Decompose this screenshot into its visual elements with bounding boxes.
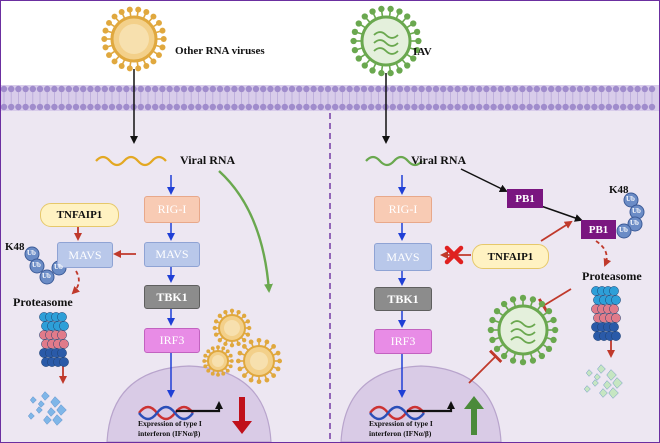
proteasome-right-icon <box>591 286 621 341</box>
proteasome-left-icon <box>39 312 69 367</box>
viral-rna-label-right: Viral RNA <box>411 153 467 167</box>
rna-virus-icon <box>101 6 167 72</box>
decrease-arrow-icon <box>232 397 252 434</box>
irf3-box-right: IRF3 <box>374 329 432 354</box>
left-red-arrows <box>59 225 136 384</box>
rig-i-box-left: RIG-I <box>144 196 200 223</box>
rig-i-box-right: RIG-I <box>374 196 432 223</box>
progeny-virions-left <box>202 308 283 385</box>
replication-arrow <box>218 170 273 293</box>
ub-label-right-3: Ub <box>630 219 639 227</box>
ub-label-right-4: Ub <box>619 226 628 234</box>
interferon-label-right: interferon (IFNα/β) <box>369 429 432 438</box>
mavs-box-right: MAVS <box>374 243 432 271</box>
increase-arrow-icon <box>464 396 484 435</box>
proteasome-label-left: Proteasome <box>13 295 73 309</box>
rna-to-pb1-arrow <box>460 168 508 192</box>
ub-label-left-2: Ub <box>32 261 41 269</box>
ub-label-left-4: Ub <box>54 263 63 271</box>
pb1-box-top: PB1 <box>507 189 543 208</box>
k48-label-right: K48 <box>609 184 629 196</box>
ub-label-left-3: Ub <box>42 272 51 280</box>
ub-label-right-2: Ub <box>632 207 641 215</box>
iav-virus-icon <box>350 5 422 77</box>
dna-left <box>138 401 223 421</box>
tnfaip1-box-left: TNFAIP1 <box>40 203 119 227</box>
dna-right <box>369 401 455 421</box>
proteasome-label-right: Proteasome <box>582 269 642 283</box>
viral-rna-label-left: Viral RNA <box>180 153 236 167</box>
irf3-box-left: IRF3 <box>144 328 200 353</box>
viral-rna-right <box>365 155 423 167</box>
mavs-box-center: MAVS <box>144 242 200 267</box>
cell-membrane <box>1 85 659 111</box>
nucleus-right <box>340 365 502 442</box>
virus-label-left: Other RNA viruses <box>175 45 265 57</box>
progeny-virion-right <box>487 294 559 366</box>
ubiquitin-chain-right <box>616 192 645 239</box>
expression-label-left: Expression of type I <box>138 419 202 428</box>
tbk1-box-right: TBK1 <box>374 287 432 311</box>
tbk1-box-left: TBK1 <box>144 285 200 309</box>
pb1-to-complex-arrow <box>540 205 583 222</box>
pb1-box-bound: PB1 <box>581 220 616 239</box>
mavs-box-left: MAVS <box>57 242 113 268</box>
tnfaip1-box-right: TNFAIP1 <box>472 244 549 269</box>
expression-label-right: Expression of type I <box>369 419 433 428</box>
nucleus-left <box>106 365 272 442</box>
block-icon <box>444 245 464 265</box>
viral-rna-left <box>95 155 167 167</box>
degraded-fragments-right-icon <box>584 364 623 399</box>
degraded-fragments-left-icon <box>28 391 67 426</box>
ub-label-right-1: Ub <box>626 195 635 203</box>
interferon-label-left: interferon (IFNα/β) <box>138 429 201 438</box>
right-red-arrows <box>440 220 615 384</box>
ubiquitin-chain-left <box>24 246 67 285</box>
ub-label-left-1: Ub <box>27 249 36 257</box>
k48-label-left: K48 <box>5 241 25 253</box>
virus-label-right: IAV <box>413 46 432 58</box>
